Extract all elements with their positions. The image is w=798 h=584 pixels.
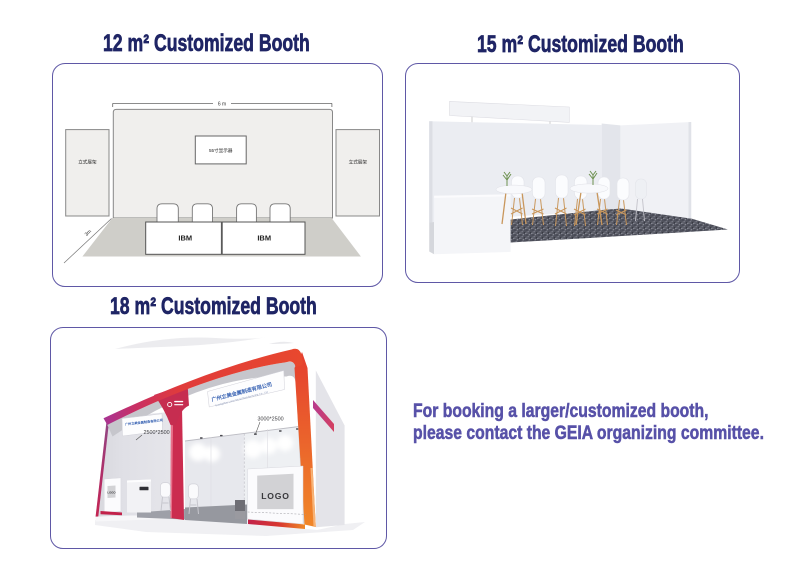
svg-text:广州立美金属制造有限公司: 广州立美金属制造有限公司 — [125, 417, 164, 426]
svg-text:IBM: IBM — [257, 234, 271, 243]
svg-text:6 m: 6 m — [218, 102, 226, 108]
svg-text:立式展架: 立式展架 — [78, 158, 97, 165]
svg-text:IBM: IBM — [178, 234, 192, 243]
svg-text:LOGO: LOGO — [107, 491, 116, 495]
svg-text:3m: 3m — [84, 229, 93, 238]
svg-text:LOGO: LOGO — [261, 491, 290, 501]
svg-text:2500*2500: 2500*2500 — [144, 430, 170, 436]
svg-text:立式展架: 立式展架 — [349, 158, 368, 165]
svg-text:3000*2500: 3000*2500 — [258, 417, 284, 423]
svg-text:55寸显示器: 55寸显示器 — [209, 147, 233, 154]
